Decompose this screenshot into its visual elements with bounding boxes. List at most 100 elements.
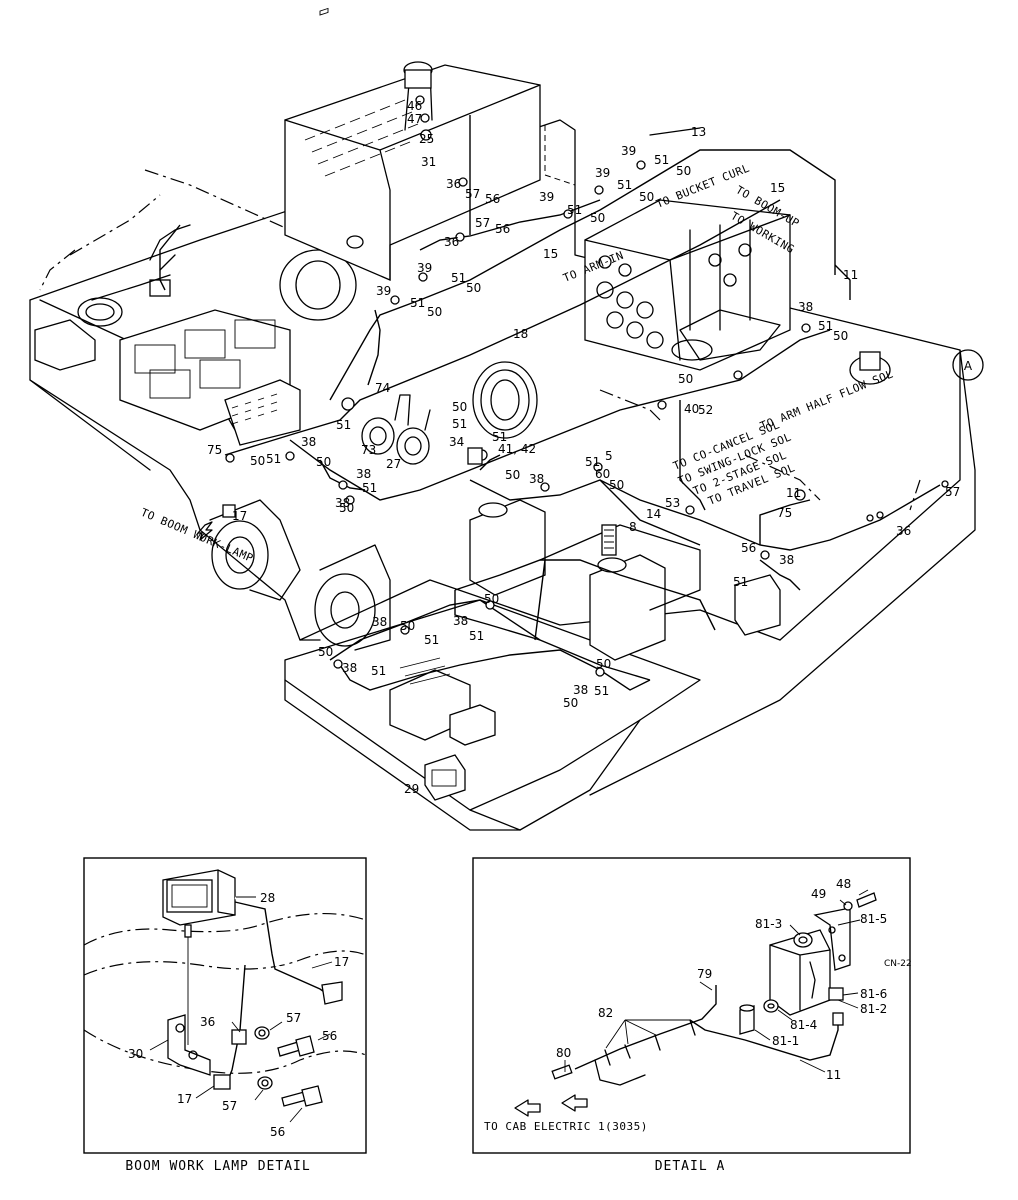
callout-51: 51: [266, 452, 281, 466]
callout-51: 51: [617, 178, 632, 192]
callout-38: 38: [798, 300, 813, 314]
callout-39: 39: [539, 190, 554, 204]
callout-34: 34: [449, 435, 464, 449]
callout-29: 29: [404, 782, 419, 796]
callout-50: 50: [339, 501, 354, 515]
callout-38: 38: [529, 472, 544, 486]
callout-51: 51: [424, 633, 439, 647]
callout-31: 31: [421, 155, 436, 169]
detail-a-marker-label: A: [964, 359, 973, 373]
boom-work-lamp-detail-title: BOOM WORK LAMP DETAIL: [125, 1159, 310, 1174]
callout-17: 17: [334, 955, 349, 969]
callout-51: 51: [733, 575, 748, 589]
callout-51: 51: [362, 481, 377, 495]
callout-56: 56: [322, 1029, 337, 1043]
detail-a: 48 49 81-3 81-5 CN-22 79 82 81-6 81-2 81…: [472, 857, 912, 1174]
callout-50: 50: [596, 657, 611, 671]
callout-8: 8: [629, 520, 637, 534]
callout-81-4: 81-4: [790, 1018, 817, 1032]
callout-57b: 57: [222, 1099, 237, 1113]
callout-81-3: 81-3: [755, 917, 782, 931]
callout-75: 75: [207, 443, 222, 457]
callout-81-6: 81-6: [860, 987, 887, 1001]
callout-50: 50: [639, 190, 654, 204]
callout-51: 51: [410, 296, 425, 310]
boom-work-lamp-detail: 28 17 36 57 56 30 17 57 56 BOOM WORK LAM…: [83, 857, 367, 1174]
callout-36: 36: [444, 235, 459, 249]
callout-81-1: 81-1: [772, 1034, 799, 1048]
callout-50: 50: [678, 372, 693, 386]
callout-51: 51: [336, 418, 351, 432]
callout-40: 40: [684, 402, 699, 416]
callout-25: 25: [419, 132, 434, 146]
callout-36: 36: [446, 177, 461, 191]
callout-60: 60: [595, 467, 610, 481]
main-view: 4647253136575636575613395150153951503951…: [29, 7, 984, 831]
callout-57: 57: [465, 187, 480, 201]
callout-13: 13: [691, 125, 706, 139]
callout-82: 82: [598, 1006, 613, 1020]
callout-52: 52: [698, 403, 713, 417]
callout-50: 50: [452, 400, 467, 414]
callout-30: 30: [128, 1047, 143, 1061]
callout-57: 57: [286, 1011, 301, 1025]
detail-a-code: CN-22: [884, 959, 912, 969]
wiring-harness: [159, 115, 941, 691]
callout-15: 15: [770, 181, 785, 195]
control-valve: [584, 199, 791, 371]
callout-27: 27: [386, 457, 401, 471]
callout-81-2: 81-2: [860, 1002, 887, 1016]
callout-38: 38: [335, 496, 350, 510]
callout-50: 50: [318, 645, 333, 659]
callout-50: 50: [833, 329, 848, 343]
callout-51: 51: [567, 203, 582, 217]
upper-frame-outline: [29, 119, 976, 831]
callout-18: 18: [513, 327, 528, 341]
callout-50: 50: [676, 164, 691, 178]
callout-5: 5: [605, 449, 613, 463]
callout-11: 11: [826, 1068, 841, 1082]
boom-work-lamp-detail-frame: [83, 857, 367, 1154]
callout-51: 51: [492, 430, 507, 444]
vent-grill: [304, 7, 419, 177]
callout-51: 51: [452, 417, 467, 431]
callout-39: 39: [417, 261, 432, 275]
lower-components: [389, 499, 781, 801]
detail-a-frame: [472, 857, 911, 1154]
callout-36: 36: [896, 524, 911, 538]
callout-50: 50: [563, 696, 578, 710]
callout-50: 50: [400, 619, 415, 633]
callout-56: 56: [741, 541, 756, 555]
callout-50: 50: [316, 455, 331, 469]
callout-56: 56: [485, 192, 500, 206]
callout-50: 50: [505, 468, 520, 482]
callout-38: 38: [372, 615, 387, 629]
callout-36: 36: [200, 1015, 215, 1029]
callout-53: 53: [665, 496, 680, 510]
callout-50: 50: [250, 454, 265, 468]
callout-39: 39: [595, 166, 610, 180]
callout-79: 79: [697, 967, 712, 981]
engine-components: [34, 224, 301, 446]
callout-50: 50: [427, 305, 442, 319]
callout-81-5: 81-5: [860, 912, 887, 926]
callout-17: 17: [232, 509, 247, 523]
callout-28: 28: [260, 891, 275, 905]
callout-17b: 17: [177, 1092, 192, 1106]
detail-a-title: DETAIL A: [655, 1159, 726, 1174]
callout-51: 51: [585, 455, 600, 469]
callout-38: 38: [573, 683, 588, 697]
callout-14: 14: [646, 507, 661, 521]
callout-48: 48: [836, 877, 851, 891]
hydraulic-tank: [284, 7, 541, 281]
callout-41-42: 41, 42: [498, 442, 536, 456]
detail-a-marker: A: [952, 349, 984, 381]
callout-15: 15: [543, 247, 558, 261]
callout-38: 38: [779, 553, 794, 567]
callout-51: 51: [818, 319, 833, 333]
callout-73: 73: [361, 443, 376, 457]
callout-56: 56: [495, 222, 510, 236]
callout-50: 50: [609, 478, 624, 492]
callout-11: 11: [786, 486, 801, 500]
